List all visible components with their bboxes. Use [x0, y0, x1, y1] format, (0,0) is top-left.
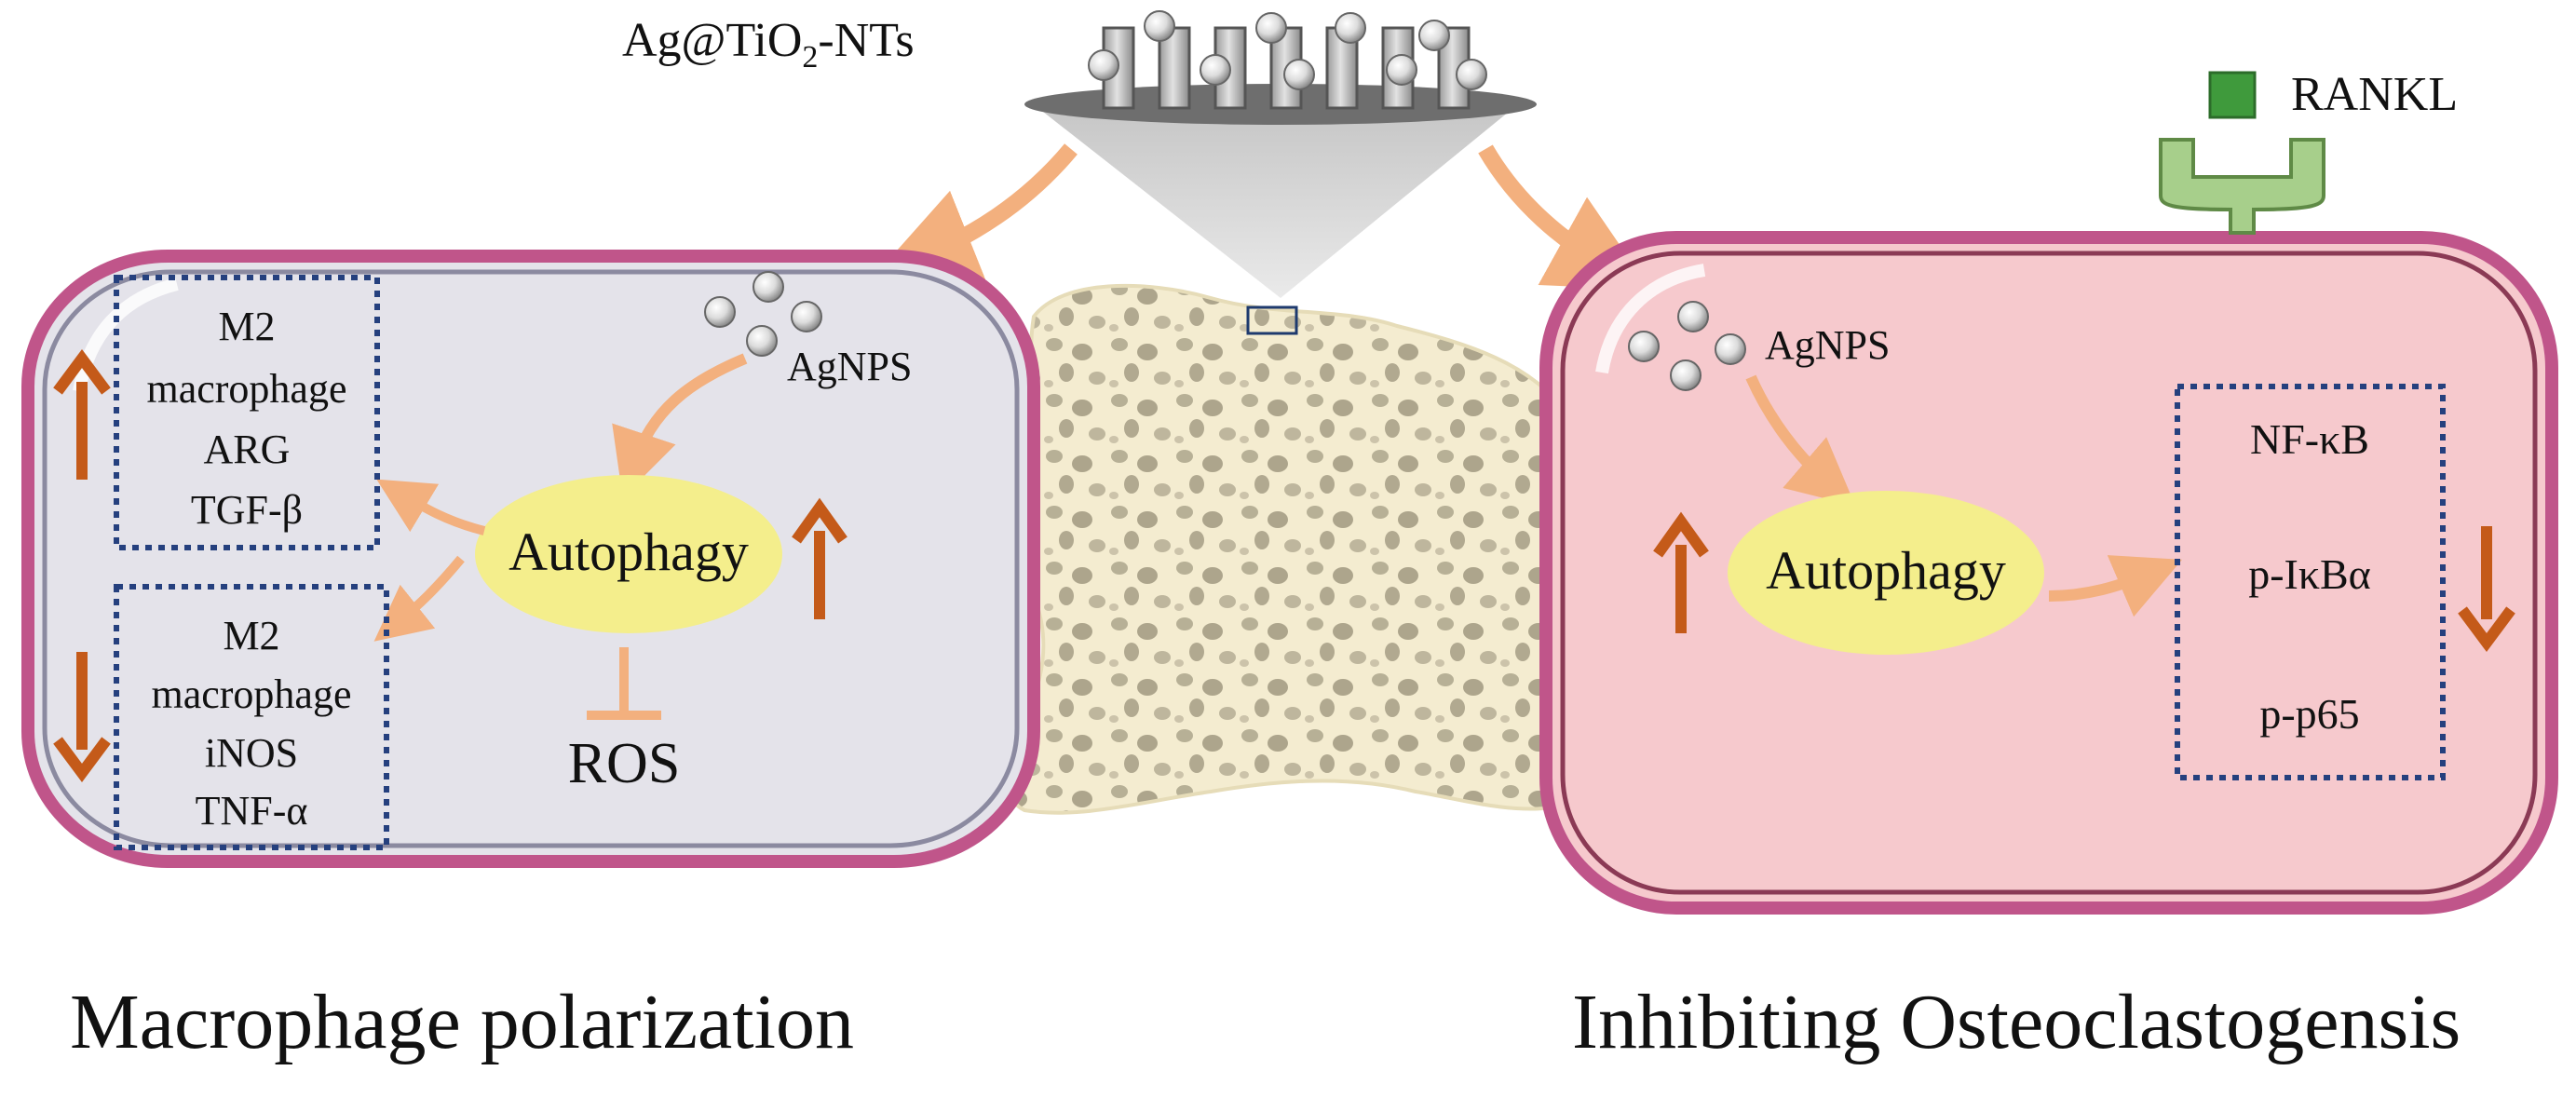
m1-box-line-3: iNOS: [205, 730, 298, 776]
m1-box-line-1: M2: [223, 613, 279, 658]
m2-marker-box: [114, 275, 380, 550]
left-autophagy-node: [475, 475, 782, 633]
arrow-to-m1-box: [373, 555, 465, 642]
ros-label: ROS: [568, 732, 681, 795]
m1-down-arrow: [53, 652, 111, 783]
m2-up-arrow: [53, 348, 111, 480]
arrow-to-osteoclast: [1478, 144, 1651, 291]
bone-section: [1003, 283, 1586, 815]
left-autophagy-label: Autophagy: [508, 522, 749, 582]
m1-marker-box: [114, 584, 389, 850]
rankl-ligand: [2208, 71, 2257, 119]
right-autophagy-node: [1728, 491, 2044, 655]
nfkb-box-line-1: NF-κB: [2250, 415, 2369, 463]
right-agnps-cluster: [1628, 301, 1746, 391]
nfkb-box-line-2: p-IκBα: [2248, 550, 2371, 598]
nfkb-box-line-3: p-p65: [2259, 690, 2359, 738]
left-caption: Macrophage polarization: [70, 979, 854, 1065]
m2-box-line-1: M2: [218, 304, 275, 349]
nfkb-pathway-box: [2175, 384, 2446, 780]
ag-tio2-nanotube-implant: [1024, 10, 1537, 335]
right-caption: Inhibiting Osteoclastogensis: [1572, 979, 2461, 1065]
right-agnps-label: AgNPS: [1765, 322, 1891, 368]
left-agnps-label: AgNPS: [787, 344, 913, 389]
m2-box-line-4: TGF-β: [191, 487, 303, 533]
implant-label: Ag@TiO2-NTs: [622, 14, 915, 75]
silver-nanoparticles-on-tubes: [1088, 10, 1487, 90]
m1-box-line-2: macrophage: [152, 671, 352, 717]
rankl-label: RANKL: [2291, 68, 2458, 121]
m2-box-line-2: macrophage: [147, 366, 347, 412]
nfkb-down-arrow: [2458, 526, 2515, 653]
right-agnps-arrow: [1745, 374, 1856, 507]
ros-inhibition: [587, 647, 661, 720]
right-autophagy-label: Autophagy: [1766, 540, 2006, 601]
arrow-to-macrophage: [874, 143, 1078, 285]
bone-zoom-marker: [1246, 305, 1298, 335]
left-autophagy-up-arrow: [792, 497, 847, 619]
arrow-to-m2-box: [376, 479, 486, 535]
right-autophagy-up-arrow: [1653, 511, 1709, 633]
m1-box-line-4: TNF-α: [196, 788, 308, 834]
rank-receptor: [2159, 138, 2325, 235]
arrow-to-nfkb-box: [2048, 555, 2183, 617]
osteoclast-cell: [1539, 231, 2558, 915]
left-agnps-cluster: [704, 271, 822, 357]
m2-box-line-3: ARG: [204, 427, 291, 472]
left-agnps-arrow: [612, 353, 748, 498]
